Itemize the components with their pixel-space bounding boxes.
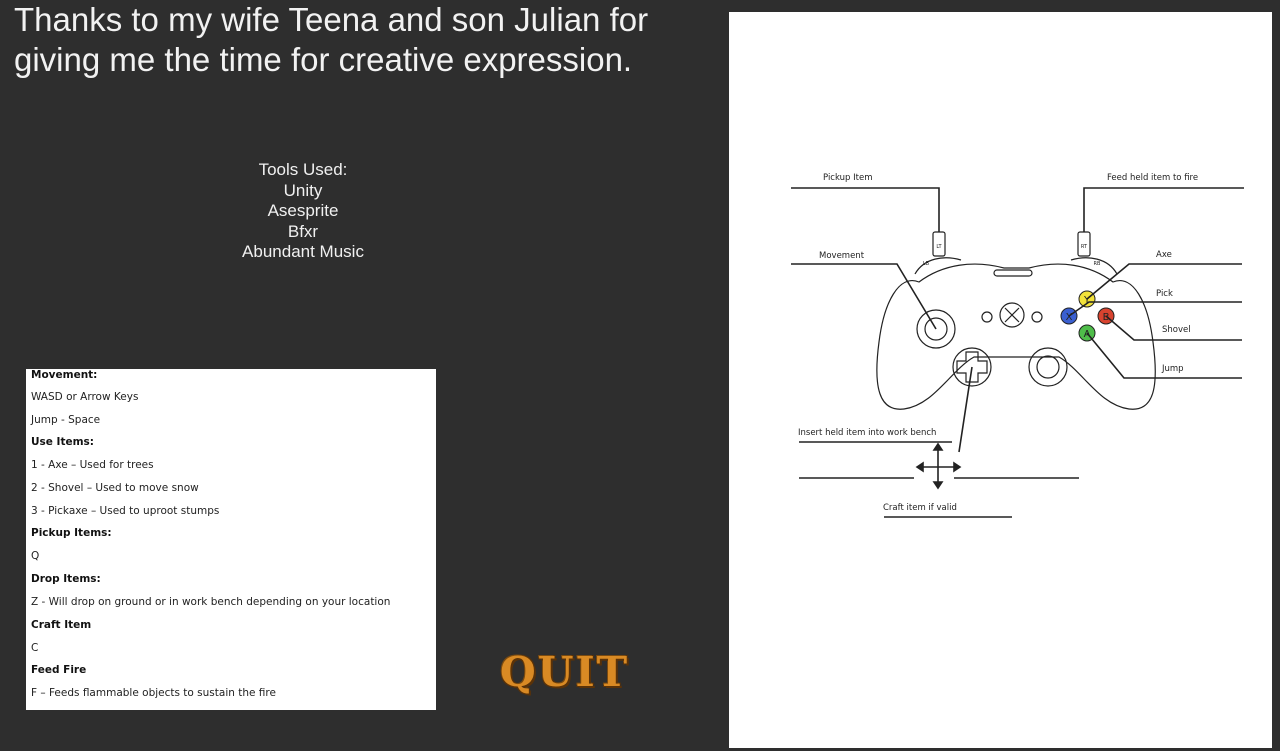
craft-item-label: Craft item if valid xyxy=(883,503,957,513)
tool-item: Asesprite xyxy=(267,201,339,220)
shovel-label: Shovel xyxy=(1162,325,1191,335)
controls-line: F – Feeds flammable objects to sustain t… xyxy=(31,687,276,699)
controls-line: Drop Items: xyxy=(31,573,101,585)
credits-text: Thanks to my wife Teena and son Julian f… xyxy=(14,0,714,80)
tools-heading: Tools Used: xyxy=(258,160,348,179)
controls-line: Pickup Items: xyxy=(31,527,112,539)
x-button-label: X xyxy=(1066,312,1073,323)
controls-line: Feed Fire xyxy=(31,664,87,676)
controls-line: Q xyxy=(31,550,40,562)
controls-line: 1 - Axe – Used for trees xyxy=(31,459,154,471)
a-button-label: A xyxy=(1084,329,1091,340)
jump-label: Jump xyxy=(1162,364,1184,374)
gamepad-controls-diagram: Y X B A LT LB RT RB xyxy=(729,12,1272,748)
keyboard-controls-panel: Movement: WASD or Arrow Keys Jump - Spac… xyxy=(26,369,436,710)
controls-line: Jump - Space xyxy=(31,414,101,426)
rb-label: RB xyxy=(1094,261,1101,267)
controls-line: 3 - Pickaxe – Used to uproot stumps xyxy=(31,505,220,517)
pickup-item-label: Pickup Item xyxy=(823,173,873,183)
movement-label: Movement xyxy=(819,251,865,261)
b-button-label: B xyxy=(1103,312,1110,323)
feed-fire-label: Feed held item to fire xyxy=(1107,173,1199,183)
y-button-label: Y xyxy=(1083,295,1091,306)
tool-item: Abundant Music xyxy=(242,242,364,261)
controls-line: 2 - Shovel – Used to move snow xyxy=(31,482,199,494)
tool-item: Bfxr xyxy=(287,221,319,241)
tool-item: Unity xyxy=(283,180,323,200)
rt-label: RT xyxy=(1081,244,1088,250)
controls-line: Use Items: xyxy=(31,436,94,448)
lb-label: LB xyxy=(923,261,930,267)
insert-item-label: Insert held item into work bench xyxy=(798,428,937,438)
gamepad-illustration: Y X B A LT LB RT RB xyxy=(791,187,1244,518)
controls-line: WASD or Arrow Keys xyxy=(31,391,139,403)
controls-line: Movement: xyxy=(31,369,98,381)
axe-label: Axe xyxy=(1156,250,1172,260)
pick-label: Pick xyxy=(1156,289,1173,299)
tools-used-list: Tools Used: Unity Asesprite Bfxr Abundan… xyxy=(203,160,403,263)
move-arrows-icon xyxy=(915,442,962,490)
controls-line: Z - Will drop on ground or in work bench… xyxy=(31,596,391,608)
credits-line-1: Thanks to my wife Teena and son Julian f… xyxy=(14,1,649,38)
credits-line-2: giving me the time for creative expressi… xyxy=(14,41,633,78)
controls-line: Craft Item xyxy=(31,619,92,631)
controls-line: C xyxy=(31,642,39,654)
quit-button[interactable]: QUIT xyxy=(500,648,630,696)
lt-label: LT xyxy=(936,244,942,250)
